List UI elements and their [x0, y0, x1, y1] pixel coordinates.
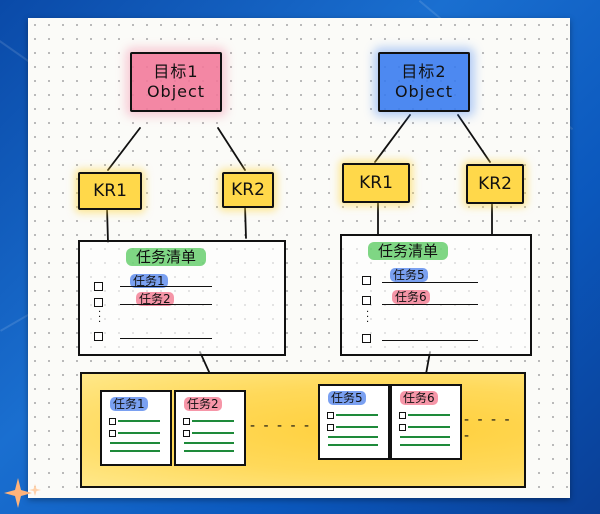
ellipsis-dashes: - - - - - [464, 412, 512, 444]
card-line [328, 444, 378, 446]
card-line [118, 420, 160, 422]
key-result-box: KR1 [342, 163, 410, 203]
card-line [192, 420, 234, 422]
checkbox [362, 276, 371, 285]
task-board: 任务1 任务2 - - - - - 任务5 任务6 - - - - - [80, 372, 526, 488]
card-checkbox [183, 418, 190, 425]
card-line [336, 426, 378, 428]
card-line [184, 450, 234, 452]
card-checkbox [399, 412, 406, 419]
card-line [110, 450, 160, 452]
task-item: 任务5 [390, 266, 428, 283]
task-card-title-text: 任务1 [110, 397, 148, 411]
objective-box-2: 目标2 Object [378, 52, 470, 112]
card-line [400, 444, 450, 446]
task-list-panel: 任务清单 任务5 任务6 ··· [340, 234, 532, 356]
key-result-label: KR1 [359, 173, 393, 193]
card-line [400, 436, 450, 438]
card-checkbox [109, 430, 116, 437]
task-list-panel: 任务清单 任务1 任务2 ··· [78, 240, 286, 356]
task-card-title: 任务1 [110, 395, 148, 412]
task-rule [382, 282, 478, 283]
key-result-box: KR1 [78, 172, 142, 210]
checkbox [362, 334, 371, 343]
objective-box-1: 目标1 Object [130, 52, 222, 112]
task-card: 任务2 [174, 390, 246, 466]
task-label: 任务2 [136, 292, 174, 306]
task-card: 任务5 [318, 384, 390, 460]
objective-title: 目标1 [153, 62, 199, 81]
task-card: 任务1 [100, 390, 172, 466]
vertical-dots: ··· [98, 307, 102, 328]
task-list-title: 任务清单 [368, 240, 449, 261]
key-result-label: KR2 [478, 174, 512, 194]
card-line [118, 432, 160, 434]
task-item: 任务2 [136, 290, 174, 307]
task-rule [382, 304, 478, 305]
task-list-title: 任务清单 [126, 246, 207, 267]
task-card-title-text: 任务6 [400, 391, 438, 405]
sparkle-icon [4, 478, 41, 508]
card-checkbox [399, 424, 406, 431]
vertical-dots: ··· [366, 307, 370, 328]
key-result-box: KR2 [466, 164, 524, 204]
task-label: 任务6 [392, 290, 430, 304]
task-label: 任务5 [390, 268, 428, 282]
key-result-label: KR1 [93, 181, 127, 201]
card-line [192, 432, 234, 434]
task-item: 任务1 [130, 272, 168, 289]
card-line [408, 426, 450, 428]
card-line [408, 414, 450, 416]
checkbox [94, 332, 103, 341]
task-item: 任务6 [392, 288, 430, 305]
task-card-title: 任务6 [400, 389, 438, 406]
checkbox [94, 298, 103, 307]
card-checkbox [327, 424, 334, 431]
task-card-title-text: 任务2 [184, 397, 222, 411]
key-result-box: KR2 [222, 172, 274, 208]
checkbox [362, 296, 371, 305]
key-result-label: KR2 [231, 180, 265, 200]
card-line [328, 436, 378, 438]
card-line [110, 442, 160, 444]
ellipsis-dashes: - - - - - [250, 418, 312, 434]
task-card-title-text: 任务5 [328, 391, 366, 405]
task-card-title: 任务2 [184, 395, 222, 412]
checkbox [94, 282, 103, 291]
task-rule [382, 340, 478, 341]
objective-subtitle: Object [146, 82, 206, 101]
card-line [184, 442, 234, 444]
task-card: 任务6 [390, 384, 462, 460]
card-checkbox [327, 412, 334, 419]
task-list-title-text: 任务清单 [126, 248, 207, 266]
task-rule [120, 286, 212, 287]
task-list-title-text: 任务清单 [368, 242, 449, 260]
objective-subtitle: Object [394, 82, 454, 101]
task-rule [120, 304, 212, 305]
card-checkbox [109, 418, 116, 425]
card-line [336, 414, 378, 416]
card-checkbox [183, 430, 190, 437]
objective-title: 目标2 [401, 62, 447, 81]
task-label: 任务1 [130, 274, 168, 288]
task-rule [120, 338, 212, 339]
task-card-title: 任务5 [328, 389, 366, 406]
